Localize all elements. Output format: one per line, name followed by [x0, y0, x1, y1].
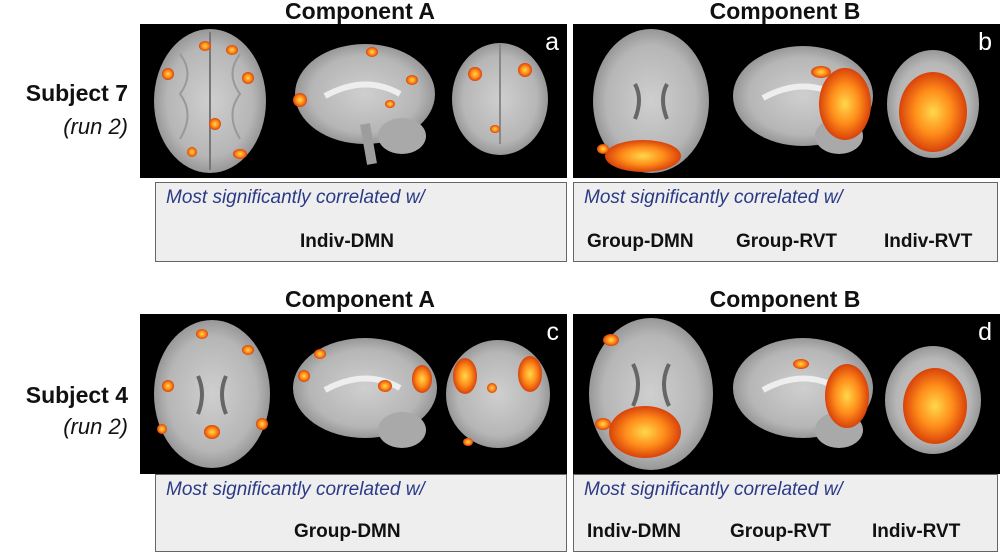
panel-letter-d: d: [978, 318, 992, 346]
brain-slices-c: [154, 320, 550, 468]
activation-blobs: [162, 41, 532, 159]
brain-panel-d: d: [573, 314, 1000, 474]
coronal-slice: [446, 340, 550, 448]
sagittal-slice: [293, 338, 437, 448]
correlate-item: Group-RVT: [736, 231, 837, 252]
correlation-header: Most significantly correlated w/: [166, 187, 425, 208]
coronal-slice: [452, 43, 548, 155]
correlate-item: Indiv-DMN: [587, 521, 681, 542]
brain-panel-a: a: [140, 24, 567, 178]
activation-blobs: [157, 329, 542, 446]
subject-label-row2: Subject 4: [25, 382, 128, 408]
brain-panel-b: b: [573, 24, 1000, 178]
correlation-box-b: Most significantly correlated w/ Group-D…: [573, 182, 998, 262]
component-b-title-row1: Component B: [709, 0, 861, 24]
correlation-header: Most significantly correlated w/: [166, 479, 425, 500]
subject-label-row1: Subject 7: [25, 80, 128, 106]
activation-blobs: [595, 334, 967, 458]
panel-letter-a: a: [545, 28, 559, 56]
run-label-row2: (run 2): [63, 414, 128, 439]
correlate-item: Group-RVT: [730, 521, 831, 542]
component-a-title-row1: Component A: [285, 0, 435, 24]
component-a-title-row2: Component A: [285, 286, 435, 312]
component-b-title-row2: Component B: [709, 286, 861, 312]
activation-blobs: [597, 66, 967, 172]
correlate-item: Indiv-DMN: [300, 231, 394, 252]
correlation-header: Most significantly correlated w/: [584, 187, 843, 208]
correlation-header: Most significantly correlated w/: [584, 479, 843, 500]
panel-letter-b: b: [978, 28, 992, 56]
brain-slices-b: [593, 29, 979, 173]
correlation-box-d: Most significantly correlated w/ Indiv-D…: [573, 474, 998, 552]
correlation-box-c: Most significantly correlated w/ Group-D…: [155, 474, 567, 552]
brain-panel-c: c: [140, 314, 567, 474]
correlate-item: Group-DMN: [587, 231, 694, 252]
axial-slice: [593, 29, 709, 173]
axial-slice: [154, 29, 266, 173]
sagittal-slice: [295, 44, 435, 165]
correlate-item: Indiv-RVT: [884, 231, 973, 252]
correlate-item: Indiv-RVT: [872, 521, 961, 542]
brain-slices-a: [154, 29, 548, 173]
correlate-item: Group-DMN: [294, 521, 401, 542]
correlation-box-a: Most significantly correlated w/ Indiv-D…: [155, 182, 567, 262]
axial-slice: [154, 320, 270, 468]
brain-slices-d: [589, 318, 981, 470]
run-label-row1: (run 2): [63, 114, 128, 139]
panel-letter-c: c: [546, 318, 560, 346]
